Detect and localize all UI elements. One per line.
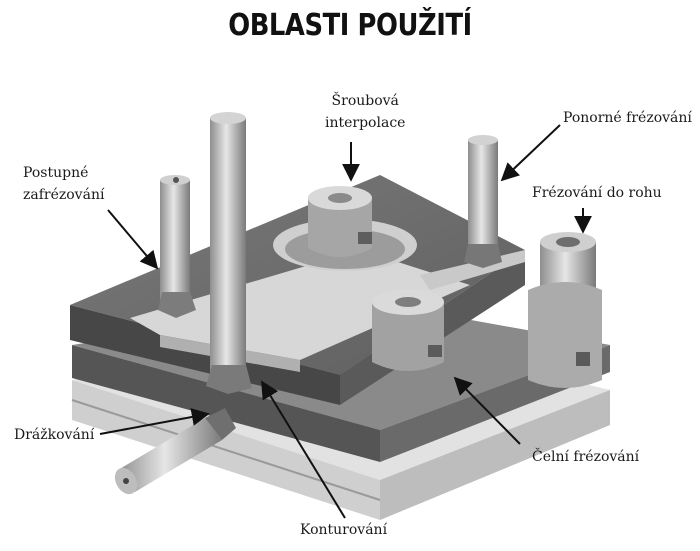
label-postupne-zafrezovani: Postupné zafrézování bbox=[23, 162, 104, 206]
shoulder-mill-tool bbox=[528, 232, 602, 388]
arrow-ponorne bbox=[500, 124, 561, 182]
label-drazkovani: Drážkování bbox=[14, 427, 95, 443]
ramping-tool bbox=[158, 175, 196, 318]
label-sroubova-interpolace: Šroubová interpolace bbox=[325, 90, 405, 134]
page-title: OBLASTI POUŽITÍ bbox=[228, 8, 472, 43]
arrow-celni bbox=[453, 376, 521, 445]
contouring-tool bbox=[206, 112, 252, 394]
label-konturovani: Konturování bbox=[300, 522, 388, 538]
label-sroubova-line2: interpolace bbox=[325, 115, 406, 131]
arrow-postupne bbox=[107, 209, 159, 270]
arrow-konturovani bbox=[261, 380, 346, 519]
label-postupne-line2: zafrézování bbox=[23, 187, 105, 203]
label-postupne-line1: Postupné bbox=[23, 165, 89, 181]
label-frezovani-do-rohu: Frézování do rohu bbox=[532, 185, 662, 201]
helical-cutter bbox=[308, 186, 372, 257]
slotting-tool bbox=[114, 408, 236, 495]
label-sroubova-line1: Šroubová bbox=[331, 93, 399, 109]
label-celni-frezovani: Čelní frézování bbox=[532, 449, 640, 465]
callout-arrows bbox=[99, 124, 592, 519]
arrow-drazkovani bbox=[99, 408, 210, 435]
plunge-tool bbox=[464, 135, 502, 268]
face-mill-cutter bbox=[372, 289, 444, 371]
label-ponorne-frezovani: Ponorné frézování bbox=[563, 110, 692, 126]
